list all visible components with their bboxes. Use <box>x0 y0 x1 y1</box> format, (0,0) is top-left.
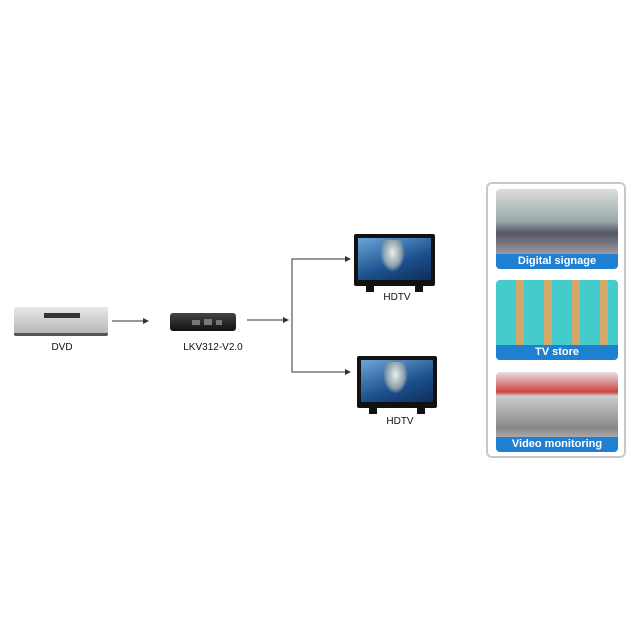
hdmi-switch-image <box>170 313 236 331</box>
tv-store-tile: TV store <box>496 280 618 360</box>
hdtv-2-image <box>357 356 437 414</box>
dvd-label: DVD <box>51 342 73 353</box>
switch-label: LKV312-V2.0 <box>183 342 243 353</box>
split-line <box>291 258 350 373</box>
digital-signage-tile: Digital signage <box>496 189 618 269</box>
video-monitoring-tile: Video monitoring <box>496 372 618 452</box>
hdtv-1-label: HDTV <box>383 292 411 303</box>
dvd-player-image <box>14 307 108 336</box>
tv-store-caption: TV store <box>496 345 618 360</box>
hdtv-1-image <box>354 234 435 292</box>
video-monitoring-caption: Video monitoring <box>496 437 618 452</box>
applications-panel: Digital signage TV store Video monitorin… <box>486 182 626 458</box>
digital-signage-caption: Digital signage <box>496 254 618 269</box>
hdtv-2-label: HDTV <box>386 416 414 427</box>
